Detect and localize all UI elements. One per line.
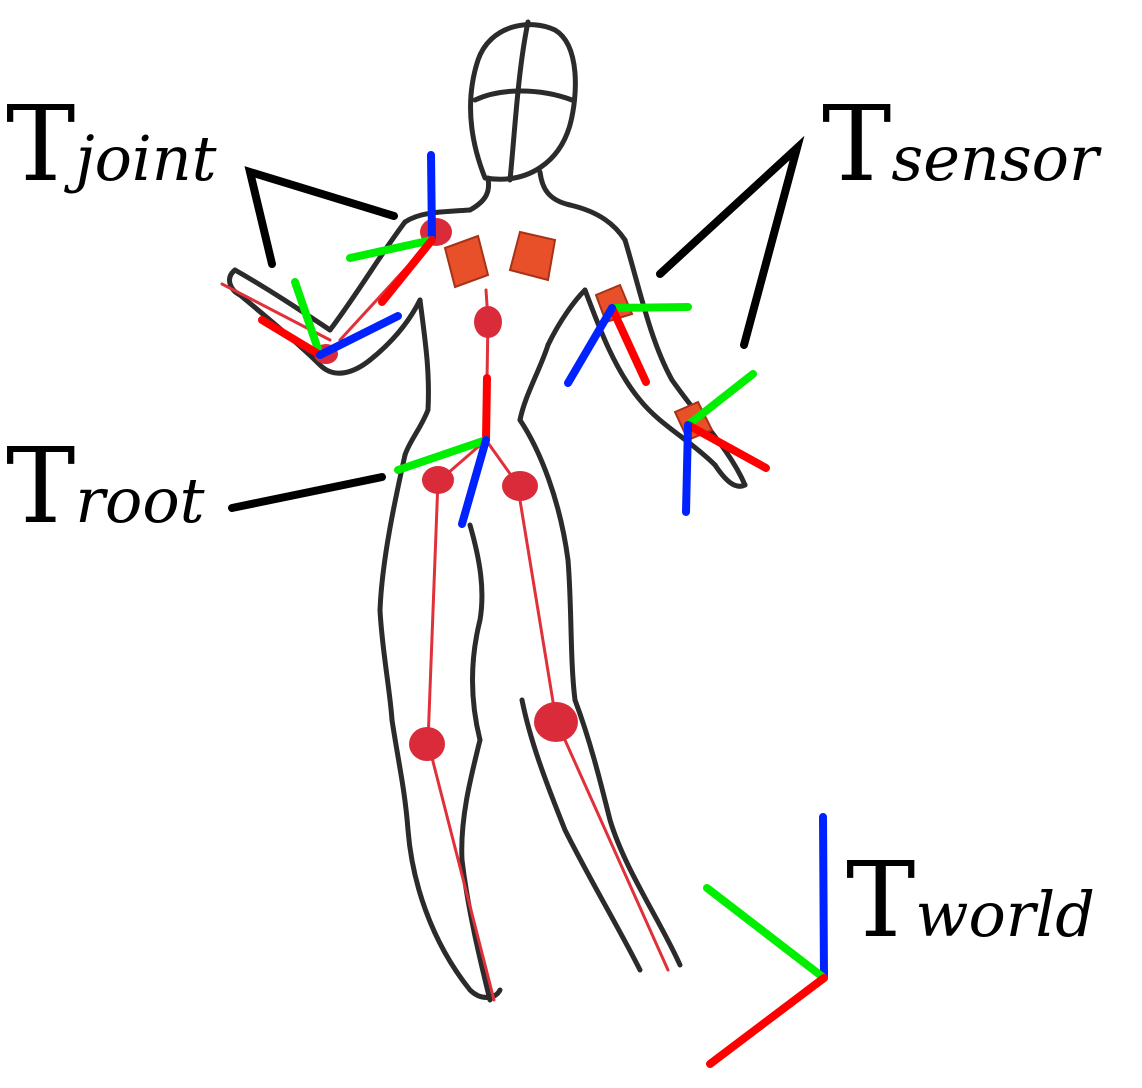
upper-arm-axis-z [564,304,616,387]
elbow-axis-x [258,316,324,359]
root-axis-z [458,436,490,528]
right-arm-inner [545,287,588,348]
neck-left [467,175,492,213]
head-guide-vertical [507,19,531,183]
label-t-joint-main: T [6,83,76,205]
sensor-leader [656,135,805,349]
label-t-root-sub: root [75,464,205,537]
world-axis-z [819,813,828,982]
joint-hip-left [422,466,454,494]
label-t-root: Troot [6,434,205,538]
forearm-axis-x [684,421,770,472]
frame-world [703,813,828,1068]
head-guide-horizontal [472,88,575,103]
right-leg-outer [572,697,683,968]
left-tibia [426,740,496,1002]
joint-knee-left [409,727,445,761]
shoulder-axis-z [427,151,436,244]
torso-right [517,342,551,423]
joint-chest [474,306,502,338]
head-outline [468,22,578,182]
upper-arm-axis-y [608,303,692,312]
torso-left [402,297,431,458]
root-axis-x [482,374,491,444]
world-axis-y [703,884,828,982]
frame-sensor-forearm [682,370,770,516]
neck-right [537,169,573,208]
left-femur [426,478,440,744]
skeleton [220,240,670,1002]
left-leg-outer [389,717,503,1000]
frame-shoulder [346,151,436,306]
world-axis-x [706,974,828,1068]
label-t-sensor-sub: sensor [891,122,1099,195]
right-leg-inner [519,697,643,973]
right-femur [516,486,558,722]
crotch [467,522,485,743]
shoulder-axis-x [378,236,436,306]
right-tibia [554,718,670,972]
left-leg-inner [459,737,493,1003]
elbow-axis-y [291,278,324,359]
body-sketch [227,19,748,1003]
label-t-sensor-main: T [822,83,892,205]
sensor-chest-left [443,234,490,289]
sensor-chest-right [508,230,557,282]
left-arm-upper-outer [327,219,408,333]
label-t-world-sub: world [915,878,1095,951]
joint-hip-right [502,471,538,501]
root-axis-y [394,436,490,474]
upper-arm-axis-x [608,304,650,386]
right-hand-bottom [712,462,748,489]
label-t-root-main: T [6,425,76,547]
shoulder-right [567,202,628,243]
label-t-sensor: Tsensor [822,92,1099,196]
joint-leader [244,166,398,268]
left-arm-inner [367,297,423,363]
frame-sensor-upper-arm [564,303,692,387]
elbow-axis-z [316,312,402,359]
frame-root [394,374,491,528]
hip-right [517,417,578,703]
label-t-world-main: T [846,839,916,961]
hip-left [377,452,408,723]
left-forearm-bottom [237,292,373,376]
label-t-world: Tworld [846,848,1095,952]
label-t-joint-sub: joint [75,122,217,195]
shoulder-axis-y [346,236,436,262]
root-leader [228,473,386,512]
leader-lines [228,135,805,512]
joint-knee-right [534,702,578,742]
frame-elbow [258,278,402,359]
frames [258,151,828,1068]
label-t-joint: Tjoint [6,92,217,196]
left-forearm-top [232,267,333,333]
right-arm-outer [622,237,748,488]
joint-dots [314,218,578,761]
forearm-axis-z [682,421,692,516]
forearm-axis-y [684,370,757,429]
